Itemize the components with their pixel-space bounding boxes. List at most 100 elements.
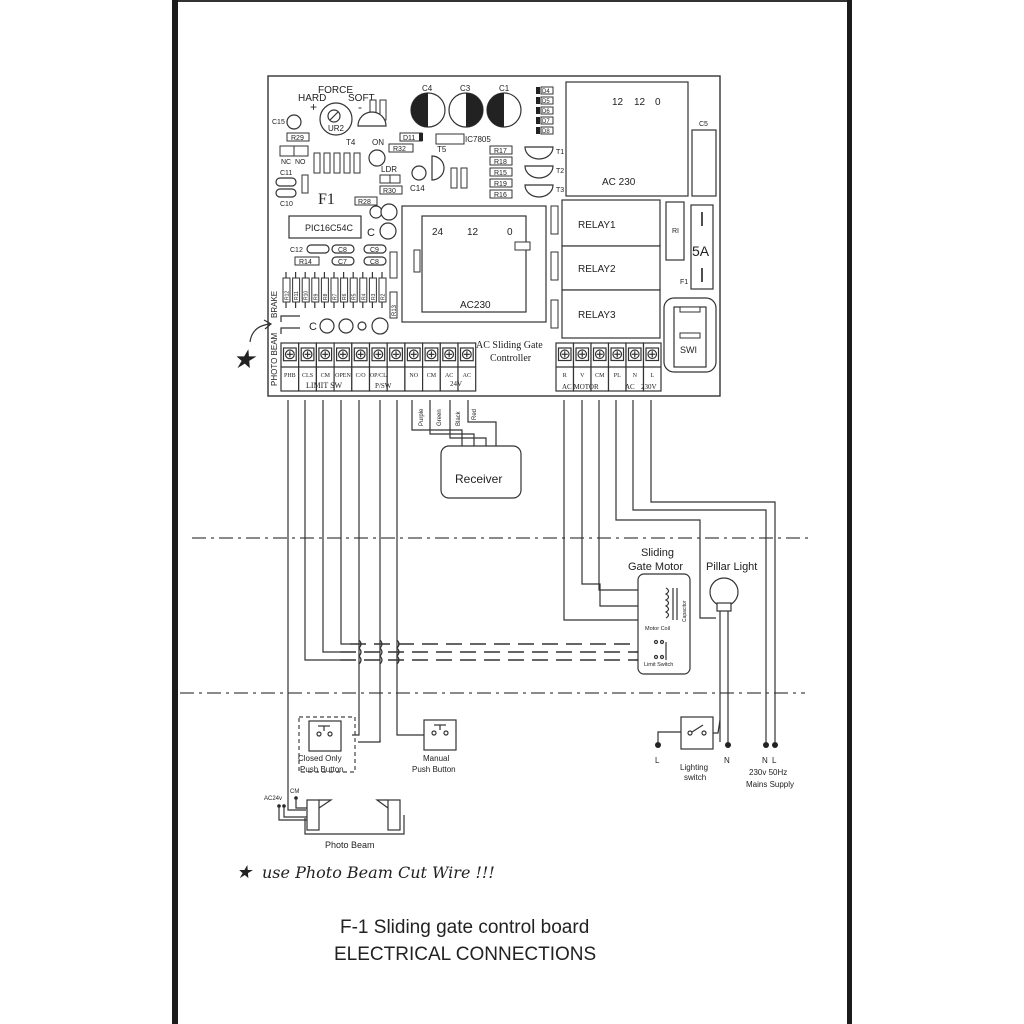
screw-icon	[373, 349, 384, 360]
transistors-t1-t3: T1 T2 T3	[524, 146, 564, 198]
resistor-label: R10	[304, 291, 310, 300]
note-star-icon: ★	[236, 862, 253, 883]
capacitor-c14	[411, 165, 427, 181]
r14-label: R14	[299, 259, 312, 266]
terminal-label: CM	[595, 373, 605, 379]
transformer-aux	[565, 81, 689, 197]
switch-label: SWI	[680, 345, 697, 355]
lighting-switch-box[interactable]	[680, 716, 714, 750]
handwritten-note: use Photo Beam Cut Wire !!!	[262, 863, 495, 882]
resistor-r28	[354, 196, 378, 206]
relay-3-label: RELAY3	[578, 310, 616, 321]
force-adjust: FORCE HARD SOFT + - UR2	[298, 85, 375, 136]
main-tap-0: 0	[507, 227, 513, 238]
r13-label: R13	[392, 304, 398, 316]
c1-label: C1	[499, 84, 510, 93]
r32-label: R32	[393, 146, 406, 153]
screw-icon	[355, 349, 366, 360]
jumper-nc	[279, 145, 295, 157]
r29-label: R29	[291, 135, 304, 142]
relay-2	[561, 245, 661, 291]
screw-icon	[284, 349, 295, 360]
large-capacitors: C4 C3 C1	[410, 84, 522, 128]
page-frame-right	[847, 0, 852, 1024]
terminal-label: CM	[427, 373, 437, 379]
motor-coil-icon	[664, 587, 670, 619]
mains-voltage-label: 230v 50Hz	[749, 768, 787, 777]
relay-3	[561, 289, 661, 339]
led-label: ON	[372, 138, 384, 147]
diode-d4: D4	[536, 86, 554, 95]
wires-left	[287, 400, 640, 811]
diode-d6: D6	[536, 106, 554, 115]
resistor-r32	[388, 143, 414, 153]
main-tap-24: 24	[432, 227, 444, 238]
resistor-label: R7	[333, 293, 339, 300]
v230-group-label: 230V	[641, 383, 657, 391]
manual-push-button: Manual Push Button	[412, 719, 457, 774]
regulator-label: IC7805	[465, 135, 491, 144]
document-title-line1: F-1 Sliding gate control board	[340, 917, 589, 938]
resistor-label: R11	[294, 291, 300, 300]
document-title-line2: ELECTRICAL CONNECTIONS	[334, 944, 596, 965]
capacitor-c12	[306, 244, 330, 254]
photo-beam-cm-label: CM	[290, 789, 299, 795]
r18-label: R18	[494, 159, 507, 166]
diode-d5: D5	[536, 96, 554, 105]
terminal-label: OP/CL	[370, 373, 387, 379]
screw-icon	[612, 349, 623, 360]
c8-label-a: C8	[338, 247, 347, 254]
relay-1	[561, 199, 661, 247]
led-on	[368, 149, 386, 167]
r19-label: R19	[494, 181, 507, 188]
terminal-l-dot	[655, 742, 661, 748]
r28-label: R28	[358, 199, 371, 206]
fuse-rating-label: 5A	[692, 243, 710, 259]
resistor-label: R8	[323, 293, 329, 300]
screw-icon	[647, 349, 658, 360]
handwritten-star-marker: ★	[232, 319, 273, 375]
r17-label: R17	[494, 148, 507, 155]
plus-sign: +	[310, 100, 317, 114]
capacitor-c5	[691, 129, 717, 197]
resistor-r29	[286, 132, 310, 142]
aux-input-label: AC 230	[602, 177, 636, 188]
limit-switch-label: Limit Switch	[644, 662, 673, 668]
t5-label: T5	[437, 145, 447, 154]
lighting-l-label: L	[655, 756, 660, 765]
d11-label: D11	[403, 135, 415, 142]
board-name-line2: Controller	[490, 353, 532, 364]
terminal-label: AC	[463, 373, 471, 379]
lamp-icon	[709, 577, 739, 607]
relay-2-label: RELAY2	[578, 264, 616, 275]
screw-icon	[302, 349, 313, 360]
control-board: FORCE HARD SOFT + - UR2 C15 R29 NC NO C1…	[267, 75, 721, 397]
t1-label: T1	[556, 149, 564, 156]
t2-label: T2	[556, 168, 564, 175]
c14-label: C14	[410, 184, 425, 193]
terminal-label: AC	[445, 373, 453, 379]
screw-icon	[461, 349, 472, 360]
soft-label: SOFT	[348, 93, 375, 104]
capacitor-c11	[275, 177, 297, 187]
terminal-label: NO	[409, 373, 418, 379]
p-sw-group-label: P/SW	[375, 382, 392, 390]
resistor-r13	[389, 291, 398, 319]
regulator-ic7805	[435, 133, 465, 145]
svg-text:D7: D7	[542, 119, 550, 125]
screw-icon	[320, 349, 331, 360]
manual-button[interactable]	[423, 719, 457, 751]
varistor-ri	[665, 201, 685, 261]
main-input-label: AC230	[460, 300, 491, 311]
ac24v-group-label: 24V	[450, 380, 462, 388]
motor-title-line1: Sliding	[641, 547, 674, 559]
resistor-label: R9	[313, 293, 319, 300]
c8-label-b: C8	[370, 259, 379, 266]
hard-label: HARD	[298, 93, 326, 104]
resistor-r14	[294, 256, 320, 266]
photo-beam-label: Photo Beam	[325, 840, 375, 850]
mains-supply: N L 230v 50Hz Mains Supply	[746, 742, 794, 789]
resistor-cluster-top	[301, 99, 387, 194]
